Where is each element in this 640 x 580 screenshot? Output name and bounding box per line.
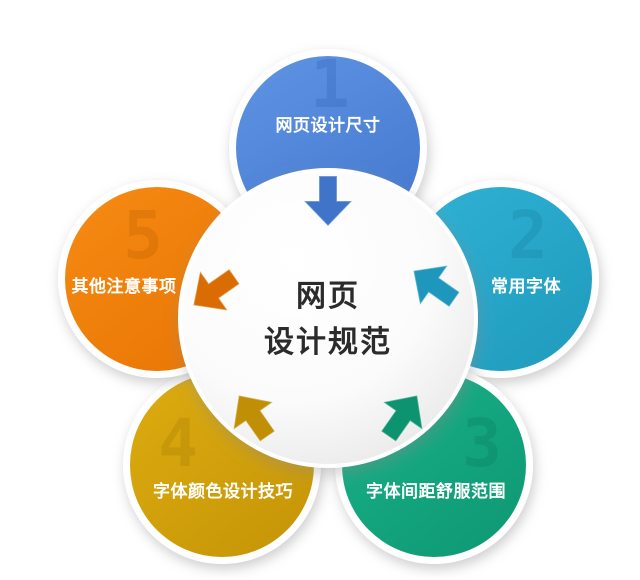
arrow-down-icon [302,175,354,228]
arrow-up-right-icon [232,394,276,443]
arrow-down-right-icon [192,268,241,312]
petal-5-number: 5 [123,197,163,274]
petal-2-number: 2 [508,197,548,274]
center-hub[interactable]: 网页 设计规范 [178,168,478,468]
center-title-line1: 网页 [296,279,360,314]
petal-2-label: 常用字体 [491,276,561,297]
petal-4-number: 4 [158,405,198,482]
petal-4-label: 字体颜色设计技巧 [153,481,293,502]
petal-5-label: 其他注意事项 [72,276,177,297]
arrow-down-left-icon [412,264,461,308]
petal-3-label: 字体间距舒服范围 [366,481,506,502]
petal-1-label: 网页设计尺寸 [276,115,381,136]
center-body [182,172,474,464]
arrow-up-left-icon [380,394,424,443]
petal-3-number: 3 [462,405,502,482]
petal-1-number: 1 [310,46,350,123]
center-title-line2: 设计规范 [264,325,392,360]
